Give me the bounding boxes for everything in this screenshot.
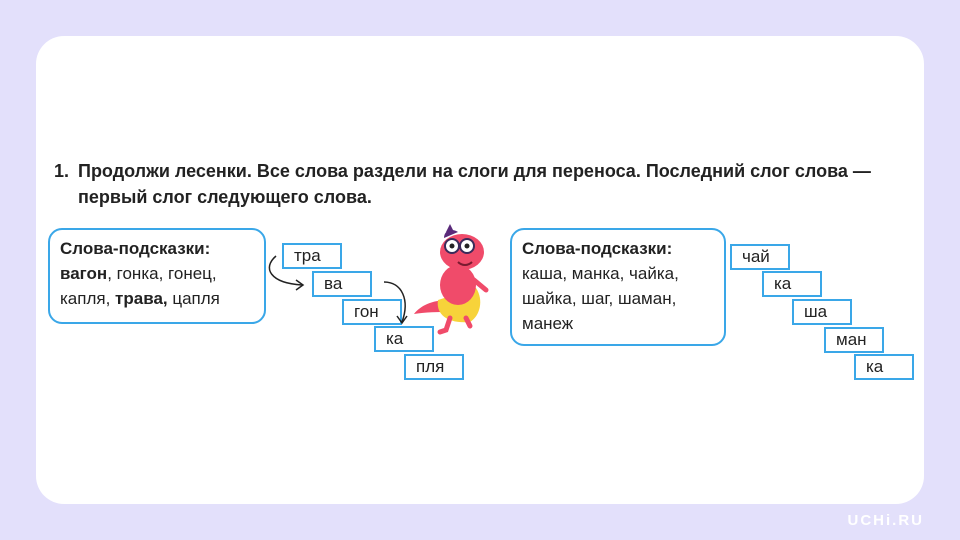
ladder-cell: ка (762, 271, 822, 297)
task-text: Продолжи лесенки. Все слова раздели на с… (78, 161, 871, 207)
hint-box-right: Слова-подсказки: каша, манка, чайка, шай… (510, 228, 726, 346)
ladder-cell: пля (404, 354, 464, 380)
dino-mascot-icon (414, 224, 489, 335)
ladder-cell: ка (374, 326, 434, 352)
ladder-cell: ман (824, 327, 884, 353)
task-number: 1. (54, 161, 70, 181)
ladder-cell: тра (282, 243, 342, 269)
hint-text: каша, манка, чайка, (522, 264, 679, 283)
hint-text: капля, (60, 289, 116, 308)
ladder-cell: ша (792, 299, 852, 325)
hint-text: шайка, шаг, шаман, (522, 289, 677, 308)
curved-arrow-icon (383, 281, 408, 325)
ladder-cell: гон (342, 299, 402, 325)
uchi-logo: UCHi.RU (847, 512, 924, 529)
curved-arrow-icon (268, 255, 305, 291)
ladder-cell: ка (854, 354, 914, 380)
task-instruction: 1. Продолжи лесенки. Все слова раздели н… (54, 158, 914, 210)
hint-box-left: Слова-подсказки: вагон, гонка, гонец, ка… (48, 228, 266, 324)
hint-word-bold: вагон (60, 264, 108, 283)
hint-text: манеж (522, 314, 574, 333)
hint-text: , гонка, гонец, (107, 264, 217, 283)
hint-text: цапля (167, 289, 220, 308)
ladder-cell: ва (312, 271, 372, 297)
hint-word-bold: трава, (115, 289, 168, 308)
ladder-cell: чай (730, 244, 790, 270)
hint-title: Слова-подсказки: (522, 239, 673, 258)
hint-title: Слова-подсказки: (60, 239, 211, 258)
